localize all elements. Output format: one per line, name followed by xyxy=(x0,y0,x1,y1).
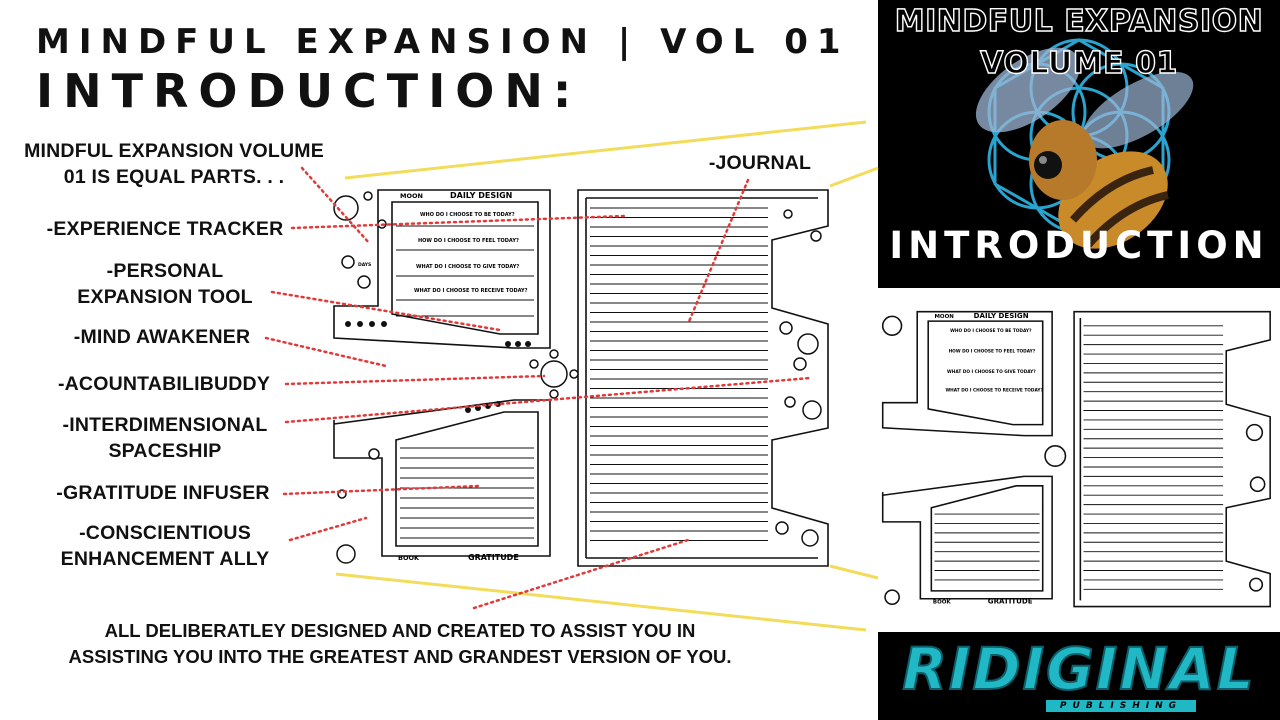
logo-tagline: PUBLISHING xyxy=(1046,700,1196,712)
series-title: MINDFUL EXPANSION | VOL 01 xyxy=(36,22,850,62)
bee-icon xyxy=(975,47,1194,249)
label-intro: MINDFUL EXPANSION VOLUME 01 IS EQUAL PAR… xyxy=(14,138,334,190)
cover-title-line1: MINDFUL EXPANSION xyxy=(894,3,1264,39)
page-prompt-4: WHAT DO I CHOOSE TO RECEIVE TODAY? xyxy=(414,288,528,294)
thumb-prompt-3: WHAT DO I CHOOSE TO GIVE TODAY? xyxy=(947,369,1036,375)
page-gratitude-label: GRATITUDE xyxy=(468,553,519,562)
label-interdimensional-spaceship: -INTERDIMENSIONAL SPACESHIP xyxy=(50,412,280,464)
page-prompt-1: WHO DO I CHOOSE TO BE TODAY? xyxy=(420,212,515,218)
logo-wordmark: RIDIGINAL xyxy=(901,635,1256,703)
page-days-label: DAYS xyxy=(358,262,371,268)
page-prompt-3: WHAT DO I CHOOSE TO GIVE TODAY? xyxy=(416,264,519,270)
cover-art: MINDFUL EXPANSION VOLUME 01 INTRODUCTION xyxy=(878,0,1280,288)
cover-subtitle: INTRODUCTION xyxy=(889,224,1269,267)
label-mind-awakener: -MIND AWAKENER xyxy=(73,326,251,348)
thumb-moon-label: MOON xyxy=(934,314,954,320)
page-prompt-2: HOW DO I CHOOSE TO FEEL TODAY? xyxy=(418,238,519,244)
cover-title-line2: VOLUME 01 xyxy=(979,45,1178,81)
label-interdimensional-line2: SPACESHIP xyxy=(108,440,222,462)
thumb-book-label: BOOK xyxy=(933,599,952,605)
thumb-prompt-1: WHO DO I CHOOSE TO BE TODAY? xyxy=(950,328,1032,334)
journal-page-illustration: MOON DAILY DESIGN DAYS WHO DO I CHOOSE T… xyxy=(333,189,829,567)
label-experience-tracker: -EXPERIENCE TRACKER xyxy=(46,218,284,240)
page-daily-design-label: DAILY DESIGN xyxy=(450,191,512,200)
label-intro-line2: 01 IS EQUAL PARTS. . . xyxy=(63,166,285,188)
footer-line2: ASSISTING YOU INTO THE GREATEST AND GRAN… xyxy=(68,646,732,667)
thumb-daily-design-label: DAILY DESIGN xyxy=(974,311,1029,320)
label-acountabilibuddy: -ACOUNTABILIBUDDY xyxy=(57,373,271,395)
page-book-label: BOOK xyxy=(398,554,420,562)
label-conscientious-line1: -CONSCIENTIOUS xyxy=(79,522,251,544)
thumb-prompt-4: WHAT DO I CHOOSE TO RECEIVE TODAY? xyxy=(945,388,1043,394)
label-intro-line1: MINDFUL EXPANSION VOLUME xyxy=(24,140,324,162)
page-heading: INTRODUCTION: xyxy=(36,64,582,118)
label-gratitude-infuser: -GRATITUDE INFUSER xyxy=(56,482,270,504)
thumb-gratitude-label: GRATITUDE xyxy=(988,596,1033,605)
label-journal: -JOURNAL xyxy=(708,152,812,174)
page-moon-label: MOON xyxy=(400,192,423,200)
label-personal-line1: -PERSONAL xyxy=(106,260,224,282)
label-conscientious-line2: ENHANCEMENT ALLY xyxy=(60,548,270,570)
label-personal-expansion-tool: -PERSONAL EXPANSION TOOL xyxy=(60,258,270,310)
publisher-logo: RIDIGINAL PUBLISHING xyxy=(878,632,1280,720)
thumb-prompt-2: HOW DO I CHOOSE TO FEEL TODAY? xyxy=(949,348,1036,354)
label-interdimensional-line1: -INTERDIMENSIONAL xyxy=(62,414,268,436)
footer-line1: ALL DELIBERATLEY DESIGNED AND CREATED TO… xyxy=(104,620,696,641)
label-conscientious-enhancement-ally: -CONSCIENTIOUS ENHANCEMENT ALLY xyxy=(50,520,280,572)
label-personal-line2: EXPANSION TOOL xyxy=(77,286,253,308)
journal-page-thumbnail: MOON DAILY DESIGN WHO DO I CHOOSE TO BE … xyxy=(881,310,1271,608)
